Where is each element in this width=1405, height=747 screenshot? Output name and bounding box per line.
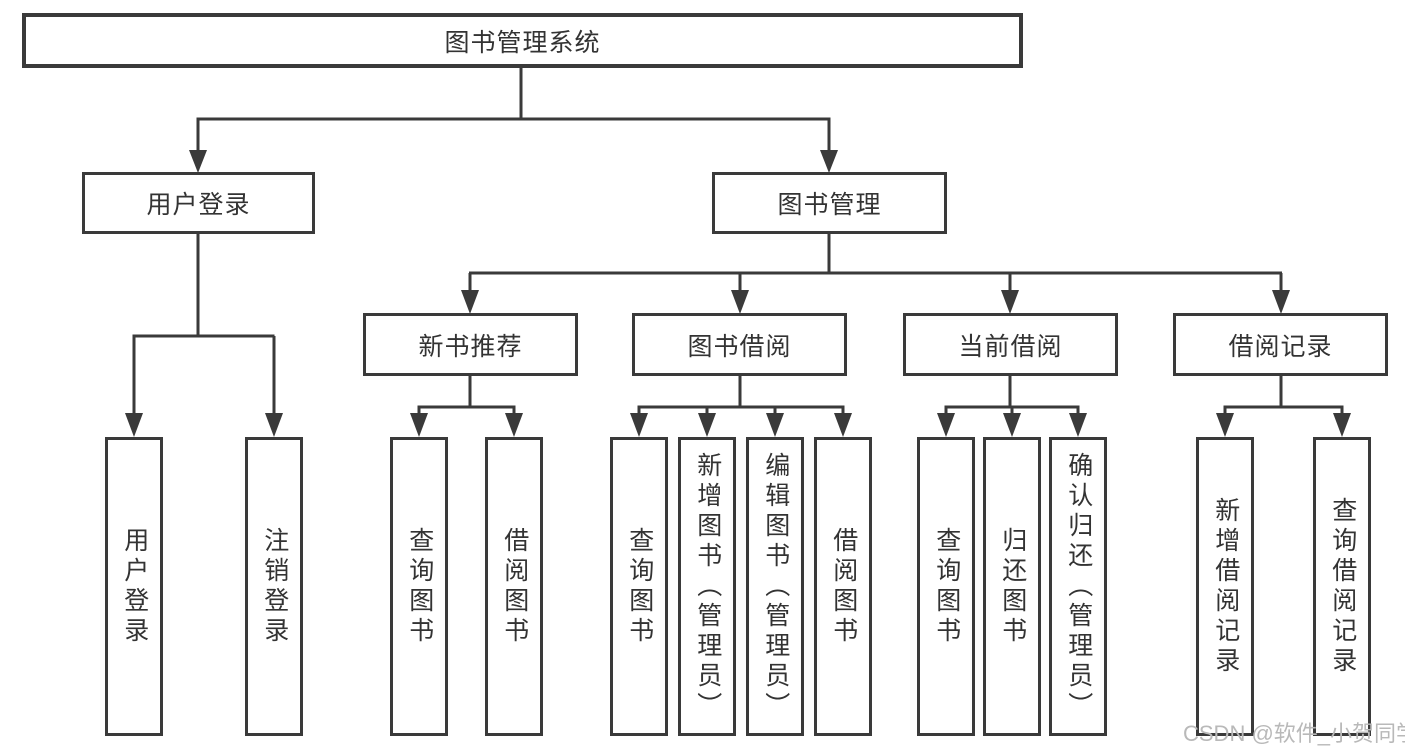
leaf-user-login: 用户登录 — [105, 437, 163, 736]
leaf-query-borrow-record-label: 查询借阅记录 — [1328, 496, 1357, 677]
leaf-query-books-borrow: 查询图书 — [610, 437, 668, 736]
leaf-return-books-label: 归还图书 — [998, 526, 1027, 647]
node-book-management-label: 图书管理 — [777, 191, 882, 219]
leaf-query-borrow-record: 查询借阅记录 — [1313, 437, 1371, 736]
leaf-add-borrow-record-label: 新增借阅记录 — [1211, 496, 1240, 677]
leaf-add-books-admin-label: 新增图书（管理员） — [693, 451, 722, 722]
leaf-edit-books-admin-label: 编辑图书（管理员） — [761, 451, 790, 722]
node-root-label: 图书管理系统 — [444, 28, 601, 57]
leaf-query-books-recommend: 查询图书 — [390, 437, 448, 736]
leaf-add-borrow-record: 新增借阅记录 — [1196, 437, 1254, 736]
leaf-borrow-books-recommend: 借阅图书 — [485, 437, 543, 736]
node-user-login-label: 用户登录 — [146, 191, 251, 219]
leaf-confirm-return-admin: 确认归还（管理员） — [1049, 437, 1107, 736]
connector-user-login-to-leaves — [125, 234, 283, 437]
leaf-return-books: 归还图书 — [983, 437, 1041, 736]
leaf-query-books-current: 查询图书 — [917, 437, 975, 736]
node-user-login: 用户登录 — [82, 172, 315, 234]
leaf-edit-books-admin: 编辑图书（管理员） — [746, 437, 804, 736]
node-new-book-recommend: 新书推荐 — [363, 313, 578, 376]
leaf-logout-login: 注销登录 — [245, 437, 303, 736]
node-book-borrow-label: 图书借阅 — [687, 332, 792, 361]
leaf-borrow-books-recommend-label: 借阅图书 — [500, 526, 529, 647]
node-book-borrow: 图书借阅 — [632, 313, 847, 376]
connector-current-borrow-to-leaves — [937, 376, 1087, 437]
leaf-query-books-recommend-label: 查询图书 — [405, 526, 434, 647]
connector-root-to-level2 — [189, 68, 838, 173]
csdn-watermark: CSDN @软件_小贺同学 — [1183, 721, 1405, 746]
leaf-user-login-label: 用户登录 — [120, 526, 149, 647]
node-current-borrow: 当前借阅 — [903, 313, 1118, 376]
connector-book-borrow-to-leaves — [630, 376, 852, 437]
node-book-management: 图书管理 — [712, 172, 947, 234]
connector-new-book-recommend-to-leaves — [410, 376, 523, 437]
leaf-query-books-borrow-label: 查询图书 — [625, 526, 654, 647]
leaf-add-books-admin: 新增图书（管理员） — [678, 437, 736, 736]
leaf-query-books-current-label: 查询图书 — [932, 526, 961, 647]
connector-book-management-to-level3 — [461, 234, 1290, 314]
node-new-book-recommend-label: 新书推荐 — [418, 332, 523, 361]
node-root: 图书管理系统 — [22, 13, 1023, 68]
node-current-borrow-label: 当前借阅 — [958, 332, 1063, 361]
leaf-borrow-books: 借阅图书 — [814, 437, 872, 736]
leaf-borrow-books-label: 借阅图书 — [829, 526, 858, 647]
node-borrow-records-label: 借阅记录 — [1228, 332, 1333, 361]
leaf-logout-login-label: 注销登录 — [260, 526, 289, 647]
node-borrow-records: 借阅记录 — [1173, 313, 1388, 376]
connector-borrow-records-to-leaves — [1216, 376, 1351, 437]
leaf-confirm-return-admin-label: 确认归还（管理员） — [1064, 451, 1093, 722]
